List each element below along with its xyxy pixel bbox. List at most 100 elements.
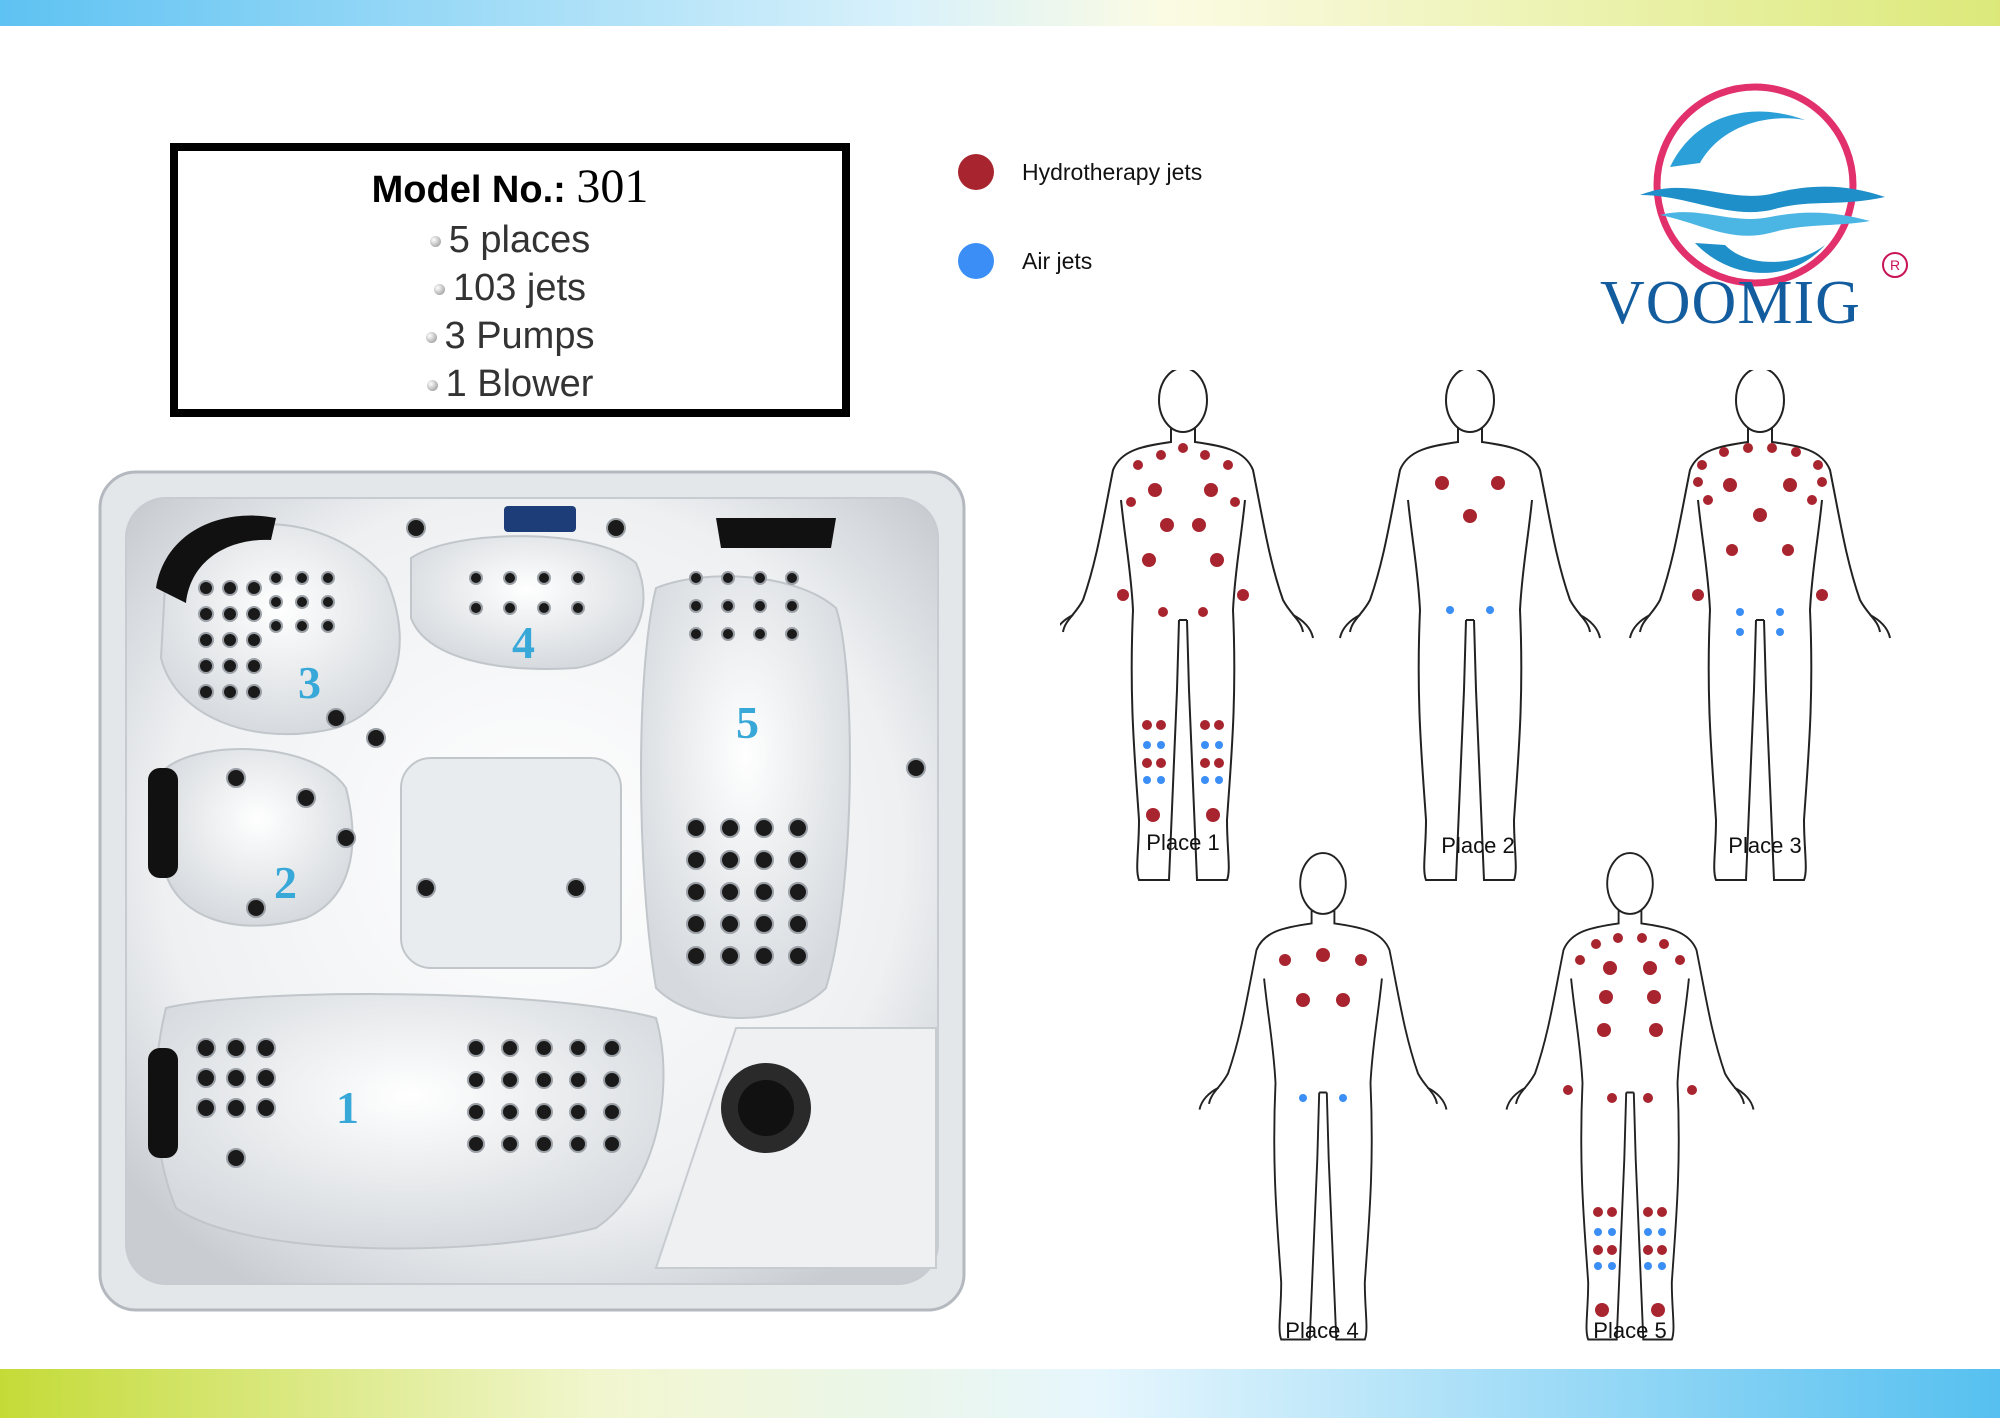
tub-jet: [537, 571, 551, 585]
tub-jet: [246, 632, 262, 648]
seat-number: 4: [512, 617, 535, 668]
hydrotherapy-jet-dot: [1355, 954, 1367, 966]
tub-jet: [416, 878, 436, 898]
place-label: Place 2: [1441, 833, 1514, 858]
air-jet-dot: [1299, 1094, 1307, 1102]
body-place-4: Place 4: [1198, 852, 1448, 1343]
tub-jet: [503, 571, 517, 585]
tub-jet: [721, 627, 735, 641]
tub-jet: [754, 882, 774, 902]
hydrotherapy-jet-dot: [1687, 1085, 1697, 1095]
bullet-icon: [425, 332, 437, 344]
body-place-1: Place 1: [1060, 370, 1314, 881]
tub-jet: [246, 898, 266, 918]
tub-jet: [467, 1135, 485, 1153]
hydrotherapy-jet-dot: [1126, 497, 1136, 507]
hydrotherapy-jet-dot: [1156, 758, 1166, 768]
seat-number: 1: [336, 1082, 359, 1133]
air-jet-dot: [1658, 1262, 1666, 1270]
hydrotherapy-jet-dot: [1607, 1207, 1617, 1217]
tub-jet: [295, 619, 309, 633]
tub-jet: [295, 571, 309, 585]
tub-jet: [198, 632, 214, 648]
tub-jet: [501, 1135, 519, 1153]
tub-jet: [753, 571, 767, 585]
bullet-icon: [426, 380, 438, 392]
tub-jet: [566, 878, 586, 898]
tub-jet: [720, 946, 740, 966]
air-jet-dot: [1776, 608, 1784, 616]
tub-jet: [603, 1071, 621, 1089]
hydrotherapy-jet-dot: [1200, 720, 1210, 730]
air-jet-dot: [1776, 628, 1784, 636]
hydrotherapy-jet-dot: [1595, 1303, 1609, 1317]
air-jet-dot: [1608, 1262, 1616, 1270]
tub-jet: [788, 850, 808, 870]
tub-jet: [246, 580, 262, 596]
tub-jet: [246, 658, 262, 674]
hydrotherapy-jet-dot: [1198, 607, 1208, 617]
hydrotherapy-jet-dot: [1158, 607, 1168, 617]
tub-jet: [906, 758, 926, 778]
spec-item: 103 jets: [178, 264, 842, 312]
hydrotherapy-jet-dot: [1575, 955, 1585, 965]
tub-jet: [469, 601, 483, 615]
air-jet-dot: [1201, 741, 1209, 749]
seat-number: 3: [298, 657, 321, 708]
air-jet-dot: [1644, 1262, 1652, 1270]
hydrotherapy-jet-dot: [1597, 1023, 1611, 1037]
tub-jet: [788, 818, 808, 838]
tub-jet: [689, 627, 703, 641]
tub-jet: [603, 1135, 621, 1153]
tub-jet: [754, 946, 774, 966]
hydrotherapy-jet-dot: [1767, 443, 1777, 453]
air-jet-dot: [1201, 776, 1209, 784]
tub-jet: [226, 1068, 246, 1088]
hydrotherapy-jet-dot: [1133, 460, 1143, 470]
tub-jet: [198, 580, 214, 596]
tub-jet: [785, 571, 799, 585]
hydrotherapy-jet-dot: [1743, 443, 1753, 453]
hydrotherapy-jet-dot: [1817, 477, 1827, 487]
top-gradient-band: [0, 0, 2000, 26]
hydrotherapy-jet-dot: [1791, 447, 1801, 457]
hydrotherapy-jet-dot: [1637, 933, 1647, 943]
spec-item: 1 Blower: [178, 360, 842, 408]
spec-list: 5 places 103 jets 3 Pumps 1 Blower: [178, 216, 842, 408]
tub-jet: [686, 818, 706, 838]
bottom-gradient-band: [0, 1369, 2000, 1418]
tub-jet: [571, 571, 585, 585]
tub-jet: [501, 1071, 519, 1089]
tub-jet: [569, 1039, 587, 1057]
hydrotherapy-jet-dot: [1647, 990, 1661, 1004]
tub-jet: [467, 1103, 485, 1121]
hydrotherapy-jet-dot: [1146, 808, 1160, 822]
hydrotherapy-jet-dot: [1659, 939, 1669, 949]
hydrotherapy-jet-dot: [1296, 993, 1310, 1007]
tub-jet: [720, 818, 740, 838]
hydrotherapy-jet-dot: [1230, 497, 1240, 507]
tub-jet: [222, 684, 238, 700]
tub-jet: [321, 595, 335, 609]
seat-number: 5: [736, 697, 759, 748]
hydrotherapy-jet-dot: [1607, 1093, 1617, 1103]
air-jet-dot: [1658, 1228, 1666, 1236]
tub-jet: [321, 619, 335, 633]
hydrotherapy-jet-dot: [1643, 961, 1657, 975]
tub-jet: [295, 595, 309, 609]
hydrotherapy-jet-dot: [1807, 495, 1817, 505]
model-title: Model No.: 301: [178, 163, 842, 212]
hydrotherapy-jet-dot: [1237, 589, 1249, 601]
hydrotherapy-jet-dot: [1703, 495, 1713, 505]
hydrotherapy-jet-dot: [1206, 808, 1220, 822]
hydrotherapy-jet-dot: [1603, 961, 1617, 975]
body-jet-diagrams: Place 1 Place 2 Place 3 Place 4 Place 5: [1060, 370, 1891, 1343]
hydrotherapy-jet-dot: [1142, 553, 1156, 567]
hydrotherapy-jet-dot: [1649, 1023, 1663, 1037]
tub-jet: [569, 1071, 587, 1089]
tub-jet: [501, 1103, 519, 1121]
tub-jet: [269, 571, 283, 585]
tub-jet: [226, 768, 246, 788]
hydrotherapy-jet-dot: [1156, 450, 1166, 460]
tub-jet: [686, 946, 706, 966]
